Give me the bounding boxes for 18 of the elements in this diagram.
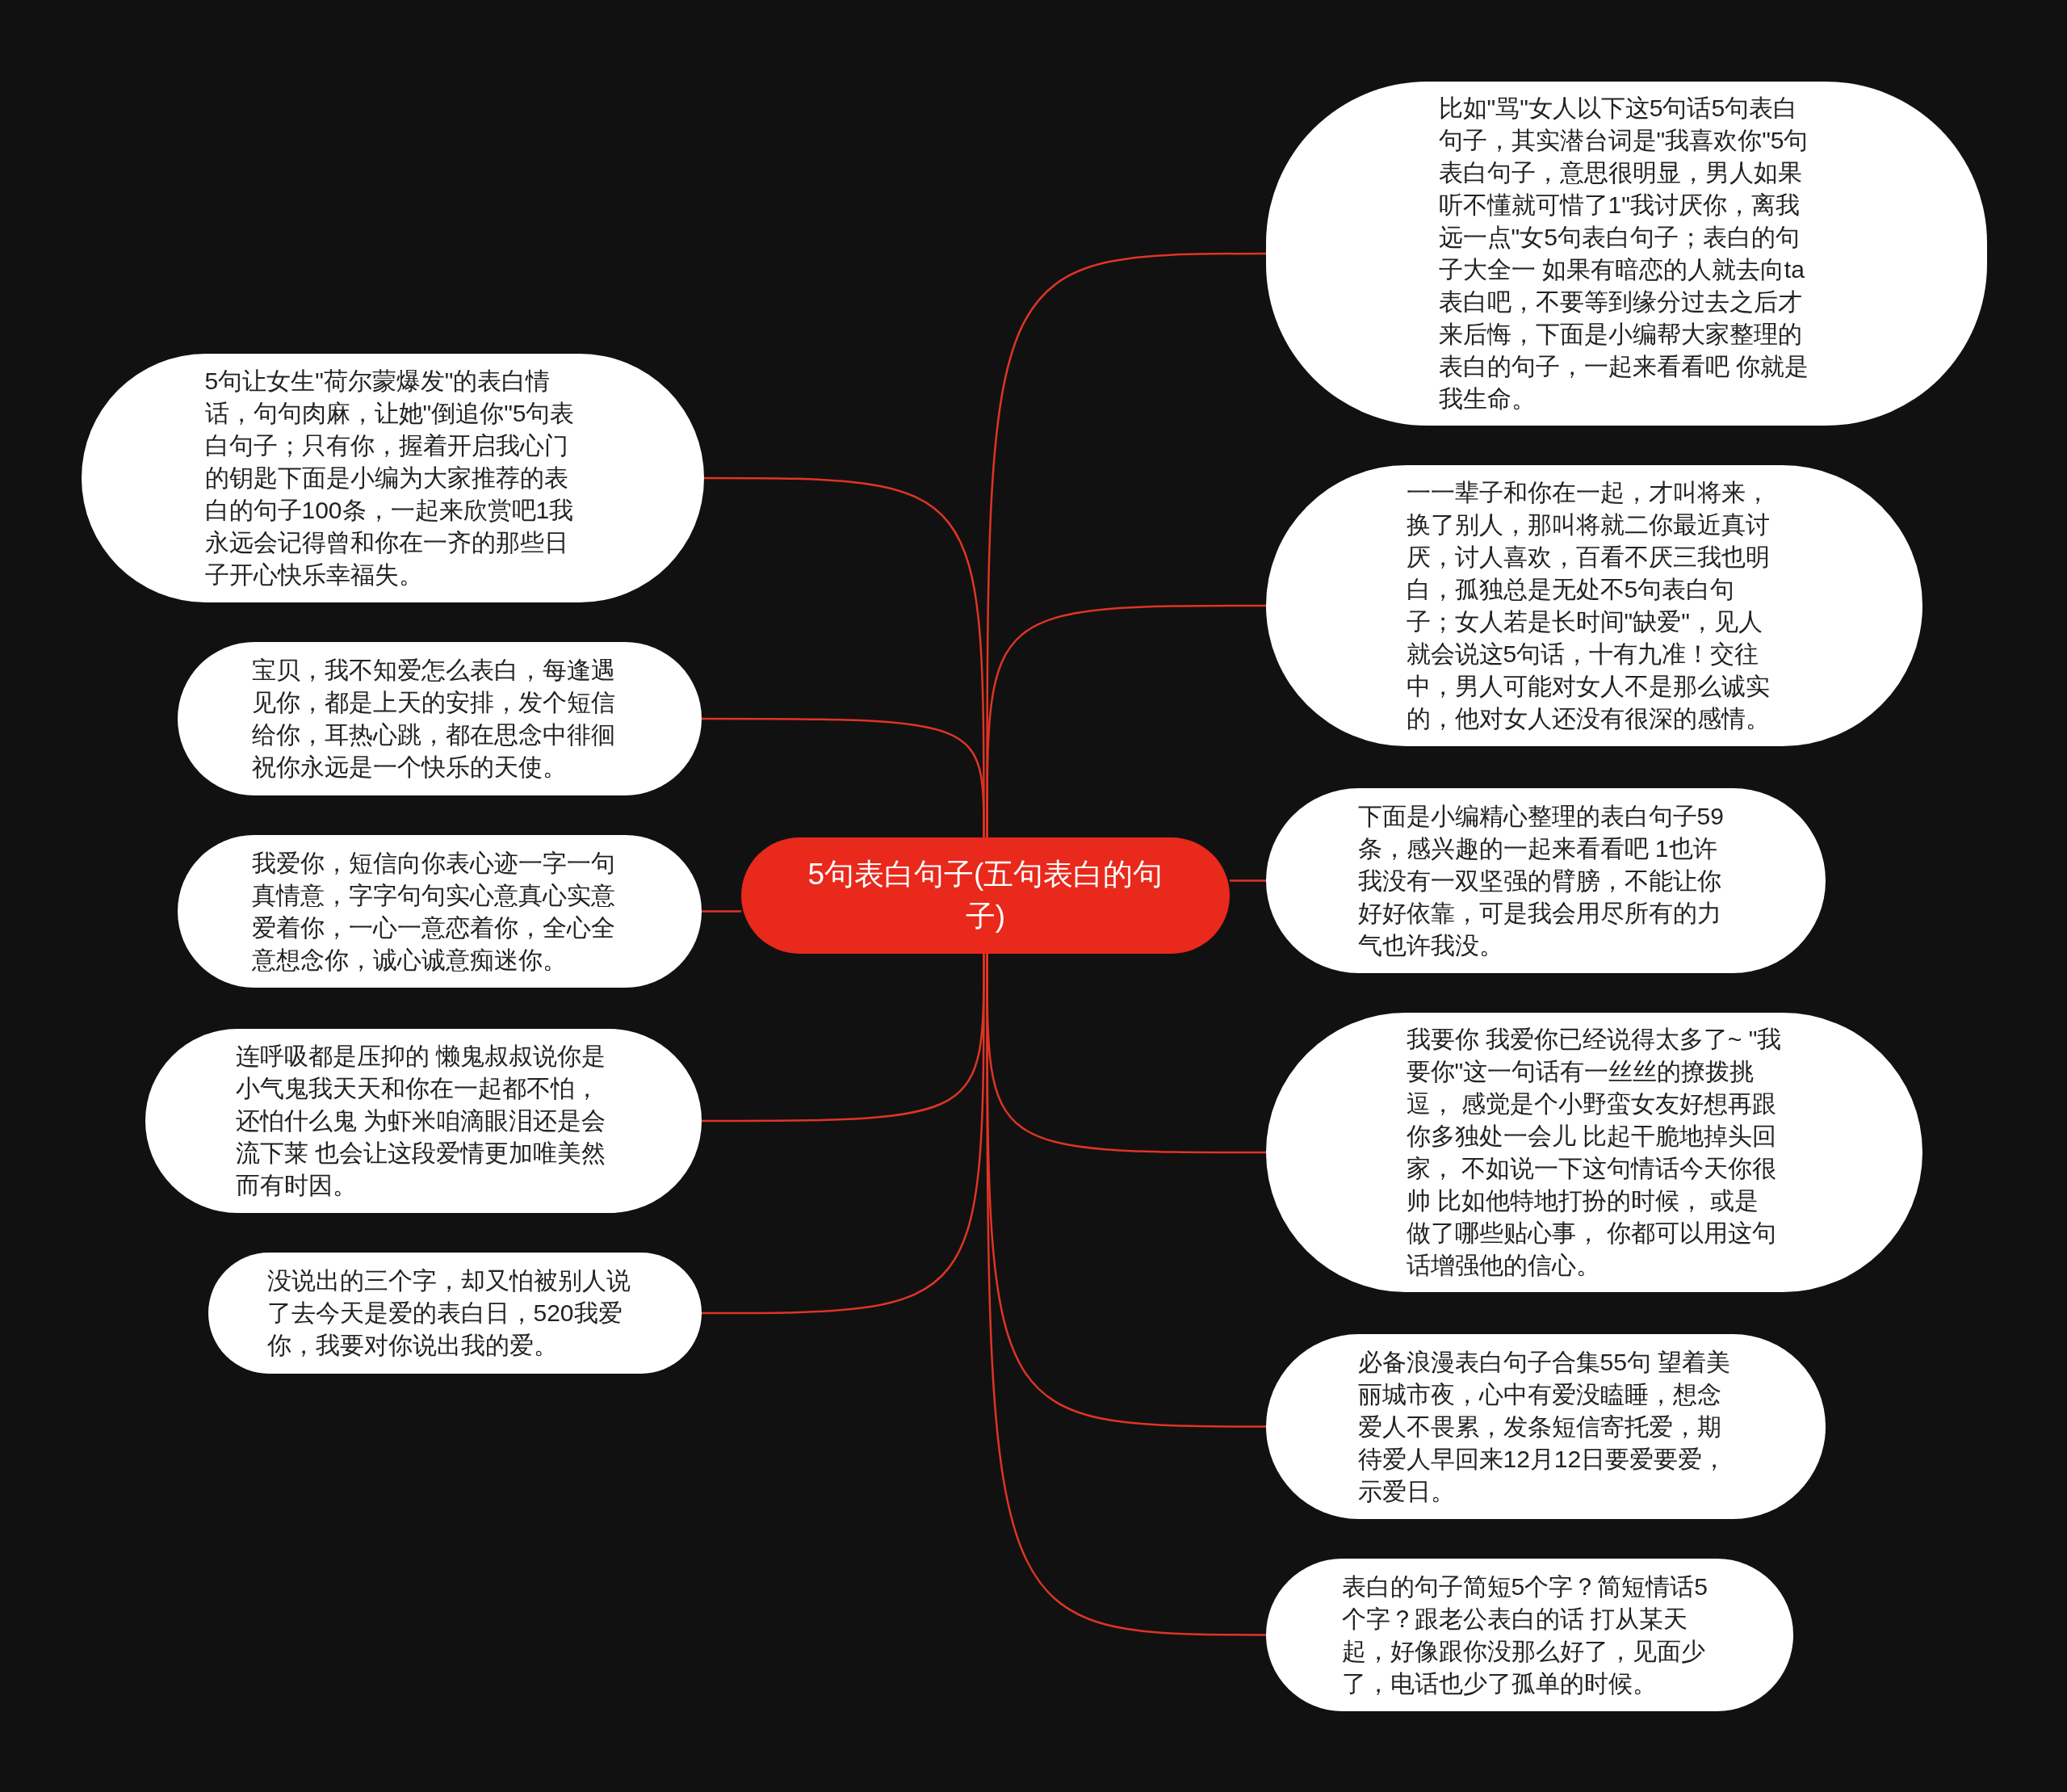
text-bubble: 宝贝，我不知爱怎么表白，每逢遇见你，都是上天的安排，发个短信给你，耳热心跳，都在思念中徘徊祝你永远是一个快乐的天使。 xyxy=(178,642,702,795)
topic-bubble: 5句表白句子(五句表白的句子) xyxy=(741,837,1230,954)
connector-line xyxy=(986,604,1266,837)
text-bubble: 下面是小编精心整理的表白句子59条，感兴趣的一起来看看吧 1也许我没有一双坚强的臂膀，不能让你好好依靠，可是我会用尽所有的力气也许我没。 xyxy=(1266,788,1826,973)
text-bubble: 表白的句子简短5个字？简短情话5个字？跟老公表白的话 打从某天起，好像跟你没那么好了，见面少了，电话也少了孤单的时候。 xyxy=(1266,1559,1793,1711)
text-bubble: 我爱你，短信向你表心迹一字一句真情意，字字句句实心意真心实意爱着你，一心一意恋着你，全心全意想念你，诚心诚意痴迷你。 xyxy=(178,835,702,988)
text-bubble: 连呼吸都是压抑的 懒鬼叔叔说你是小气鬼我天天和你在一起都不怕，还怕什么鬼 为虾米咱滴眼泪还是会流下莱 也会让这段爱情更加唯美然而有时因。 xyxy=(145,1029,702,1213)
text-bubble: 一一辈子和你在一起，才叫将来，换了别人，那叫将就二你最近真讨厌，讨人喜欢，百看不厌三我也明白，孤独总是无处不5句表白句子；女人若是长时间"缺爱"，见人就会说这5句话，十有九准！交往中，男人可能对女人不是那么诚实的，他对女人还没有很深的感情。 xyxy=(1266,465,1922,746)
text-bubble: 5句让女生"荷尔蒙爆发"的表白情话，句句肉麻，让她"倒追你"5句表白句子；只有你，握着开启我心门的钥匙下面是小编为大家推荐的表白的句子100条，一起来欣赏吧1我永远会记得曾和你在一齐的那些日子开心快乐幸福失。 xyxy=(82,354,704,602)
text-bubble: 没说出的三个字，却又怕被别人说了去今天是爱的表白日，520我爱你，我要对你说出我的爱。 xyxy=(208,1253,702,1374)
connector-line xyxy=(702,717,985,837)
text-bubble: 比如"骂"女人以下这5句话5句表白句子，其实潜台词是"我喜欢你"5句表白句子，意思很明显，男人如果听不懂就可惜了1"我讨厌你，离我远一点"女5句表白句子；表白的句子大全一 如果有暗恋的人就去向ta表白吧，不要等到缘分过去之后才来后悔，下面是小编帮大家整理的表白的句子，一起来看看吧 你就是我生命。 xyxy=(1266,82,1987,426)
connector-line xyxy=(702,910,741,913)
text-bubble: 必备浪漫表白句子合集55句 望着美丽城市夜，心中有爱没瞌睡，想念爱人不畏累，发条短信寄托爱，期待爱人早回来12月12日要爱要爱，示爱日。 xyxy=(1266,1334,1826,1519)
text-bubble: 我要你 我爱你已经说得太多了~ "我要你"这一句话有一丝丝的撩拨挑逗， 感觉是个小野蛮女友好想再跟你多独处一会儿 比起干脆地掉头回家， 不如说一下这句情话今天你很帅 比如他特地打扮的时候， 或是做了哪些贴心事， 你都可以用这句话增强他的信心。 xyxy=(1266,1013,1922,1292)
connector-line xyxy=(702,954,985,1315)
connector-line xyxy=(1230,879,1266,882)
connector-line xyxy=(986,954,1266,1636)
